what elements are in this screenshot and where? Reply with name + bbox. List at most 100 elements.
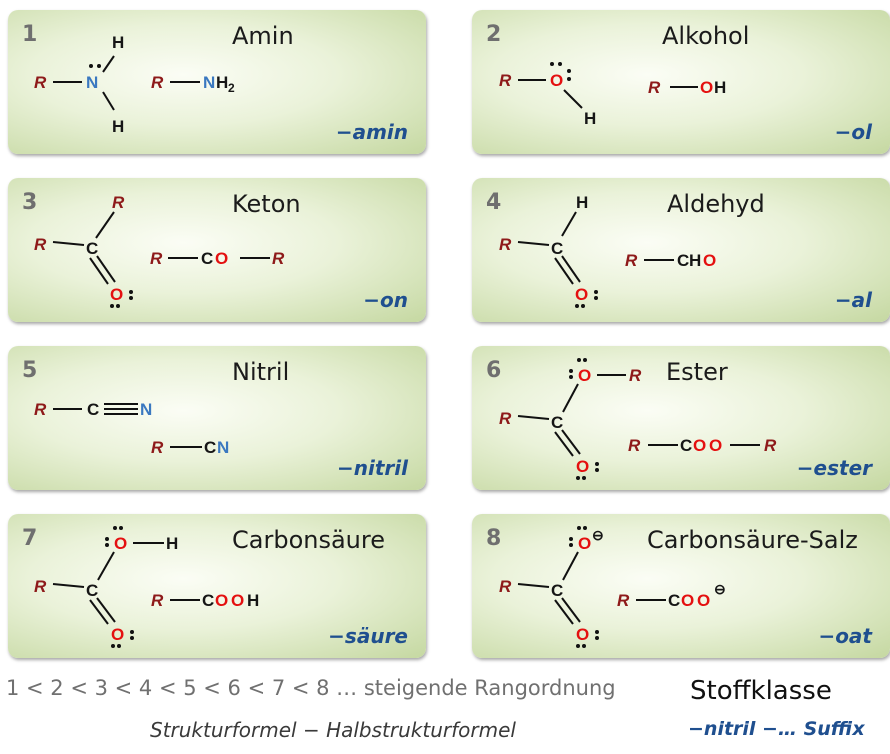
oxygen-atom: O (215, 591, 228, 610)
carbon-atom: C (87, 400, 99, 419)
carbon-atom: C (86, 581, 98, 600)
hydrogen-atom: H (112, 33, 124, 52)
suffix-label: −nitril (337, 456, 408, 480)
carbon-atom: C (551, 239, 563, 258)
r-group: R (499, 71, 512, 90)
card-carbonsaeure: 7 Carbonsäure −säure R C O H O R C O O H (8, 514, 426, 658)
card-number: 3 (22, 190, 38, 215)
suffix-label: −oat (818, 624, 872, 648)
card-carbonsaeure-salz: 8 Carbonsäure-Salz −oat R C O ⊖ O R C O … (472, 514, 890, 658)
r-group: R (648, 78, 661, 97)
hydrogen-atom: H (166, 534, 178, 553)
oxygen-atom: O (700, 78, 713, 97)
nitrogen-atom: N (140, 400, 152, 419)
nitrogen-atom: N (203, 73, 215, 92)
oxygen-atom: O (111, 625, 124, 644)
minus-charge-icon: ⊖ (592, 527, 604, 543)
hydrogen-atom: H (576, 193, 588, 212)
card-number: 1 (22, 22, 38, 47)
oxygen-atom: O (681, 591, 694, 610)
aldehyd-formulas: R C H O R C H O (499, 193, 716, 308)
oxygen-atom: O (576, 625, 589, 644)
r-group: R (34, 235, 47, 254)
suffix-label: −säure (328, 624, 408, 648)
class-name: Aldehyd (667, 190, 765, 218)
nitrogen-atom: N (86, 73, 98, 92)
minus-charge-icon: ⊖ (714, 581, 726, 597)
oxygen-atom: O (703, 251, 716, 270)
amin-formulas: R N H H R N H 2 (34, 33, 235, 136)
oxygen-atom: O (110, 285, 123, 304)
hydrogen-atom: H (112, 117, 124, 136)
card-number: 5 (22, 358, 38, 383)
suffix-label: −ol (834, 120, 872, 144)
carbonsaeure-formulas: R C O H O R C O O H (34, 526, 259, 648)
suffix-label: −amin (335, 120, 408, 144)
carbon-atom: C (204, 438, 216, 457)
hydrogen-atom: H (689, 251, 701, 270)
carbon-atom: C (201, 249, 213, 268)
hydrogen-atom: H (584, 109, 596, 128)
r-group: R (151, 438, 164, 457)
class-name: Keton (232, 190, 301, 218)
r-group: R (151, 591, 164, 610)
keton-formulas: R C R O R C O R (34, 193, 285, 308)
class-name: Carbonsäure (232, 526, 385, 554)
hydrogen-atom: H (247, 591, 259, 610)
ester-formulas: R C O R O R C O O R (499, 358, 777, 480)
card-number: 2 (486, 22, 502, 47)
carbon-atom: C (677, 251, 689, 270)
carbon-atom: C (680, 436, 692, 455)
oxygen-atom: O (576, 457, 589, 476)
class-name: Amin (232, 22, 294, 50)
r-group: R (112, 193, 125, 212)
card-number: 8 (486, 526, 502, 551)
class-name: Alkohol (662, 22, 750, 50)
alkohol-formulas: R O H R O H (499, 62, 726, 128)
structure-legend: Strukturformel − Halbstrukturformel (150, 718, 516, 742)
oxygen-atom: O (578, 366, 591, 385)
r-group: R (499, 235, 512, 254)
hydrogen-atom: H (714, 78, 726, 97)
r-group: R (499, 409, 512, 428)
oxygen-atom: O (550, 71, 563, 90)
r-group: R (34, 577, 47, 596)
card-nitril: 5 Nitril −nitril R C N R C N (8, 346, 426, 490)
class-name: Carbonsäure-Salz (647, 526, 858, 554)
class-name: Nitril (232, 358, 290, 386)
card-aldehyd: 4 Aldehyd −al R C H O R C H O (472, 178, 890, 322)
r-group: R (499, 577, 512, 596)
carbon-atom: C (551, 413, 563, 432)
r-group: R (625, 251, 638, 270)
card-number: 7 (22, 526, 38, 551)
hydrogen-atom: H (216, 73, 228, 92)
oxygen-atom: O (578, 534, 591, 553)
nitril-formulas: R C N R C N (34, 400, 229, 457)
carbon-atom: C (86, 239, 98, 258)
suffix-label: −al (834, 288, 872, 312)
carbon-atom: C (551, 581, 563, 600)
oxygen-atom: O (231, 591, 244, 610)
class-name: Ester (666, 358, 728, 386)
card-amin: 1 Amin −amin R N H H R N H 2 (8, 10, 426, 154)
card-number: 4 (486, 190, 502, 215)
r-group: R (151, 73, 164, 92)
card-keton: 3 Keton −on R C R O R C O R (8, 178, 426, 322)
r-group: R (272, 249, 285, 268)
suffix-label: −on (363, 288, 408, 312)
carbonsaeure-salz-formulas: R C O ⊖ O R C O O ⊖ (499, 526, 726, 648)
subscript-two: 2 (228, 81, 235, 95)
oxygen-atom: O (709, 436, 722, 455)
suffix-label: −ester (796, 456, 872, 480)
class-legend: Stoffklasse (690, 676, 832, 706)
r-group: R (628, 436, 641, 455)
r-group: R (34, 400, 47, 419)
card-number: 6 (486, 358, 502, 383)
r-group: R (617, 591, 630, 610)
carbon-atom: C (668, 591, 680, 610)
carbon-atom: C (202, 591, 214, 610)
oxygen-atom: O (215, 249, 228, 268)
r-group: R (629, 366, 642, 385)
rank-order-legend: 1 < 2 < 3 < 4 < 5 < 6 < 7 < 8 … steigend… (6, 676, 616, 700)
r-group: R (34, 73, 47, 92)
